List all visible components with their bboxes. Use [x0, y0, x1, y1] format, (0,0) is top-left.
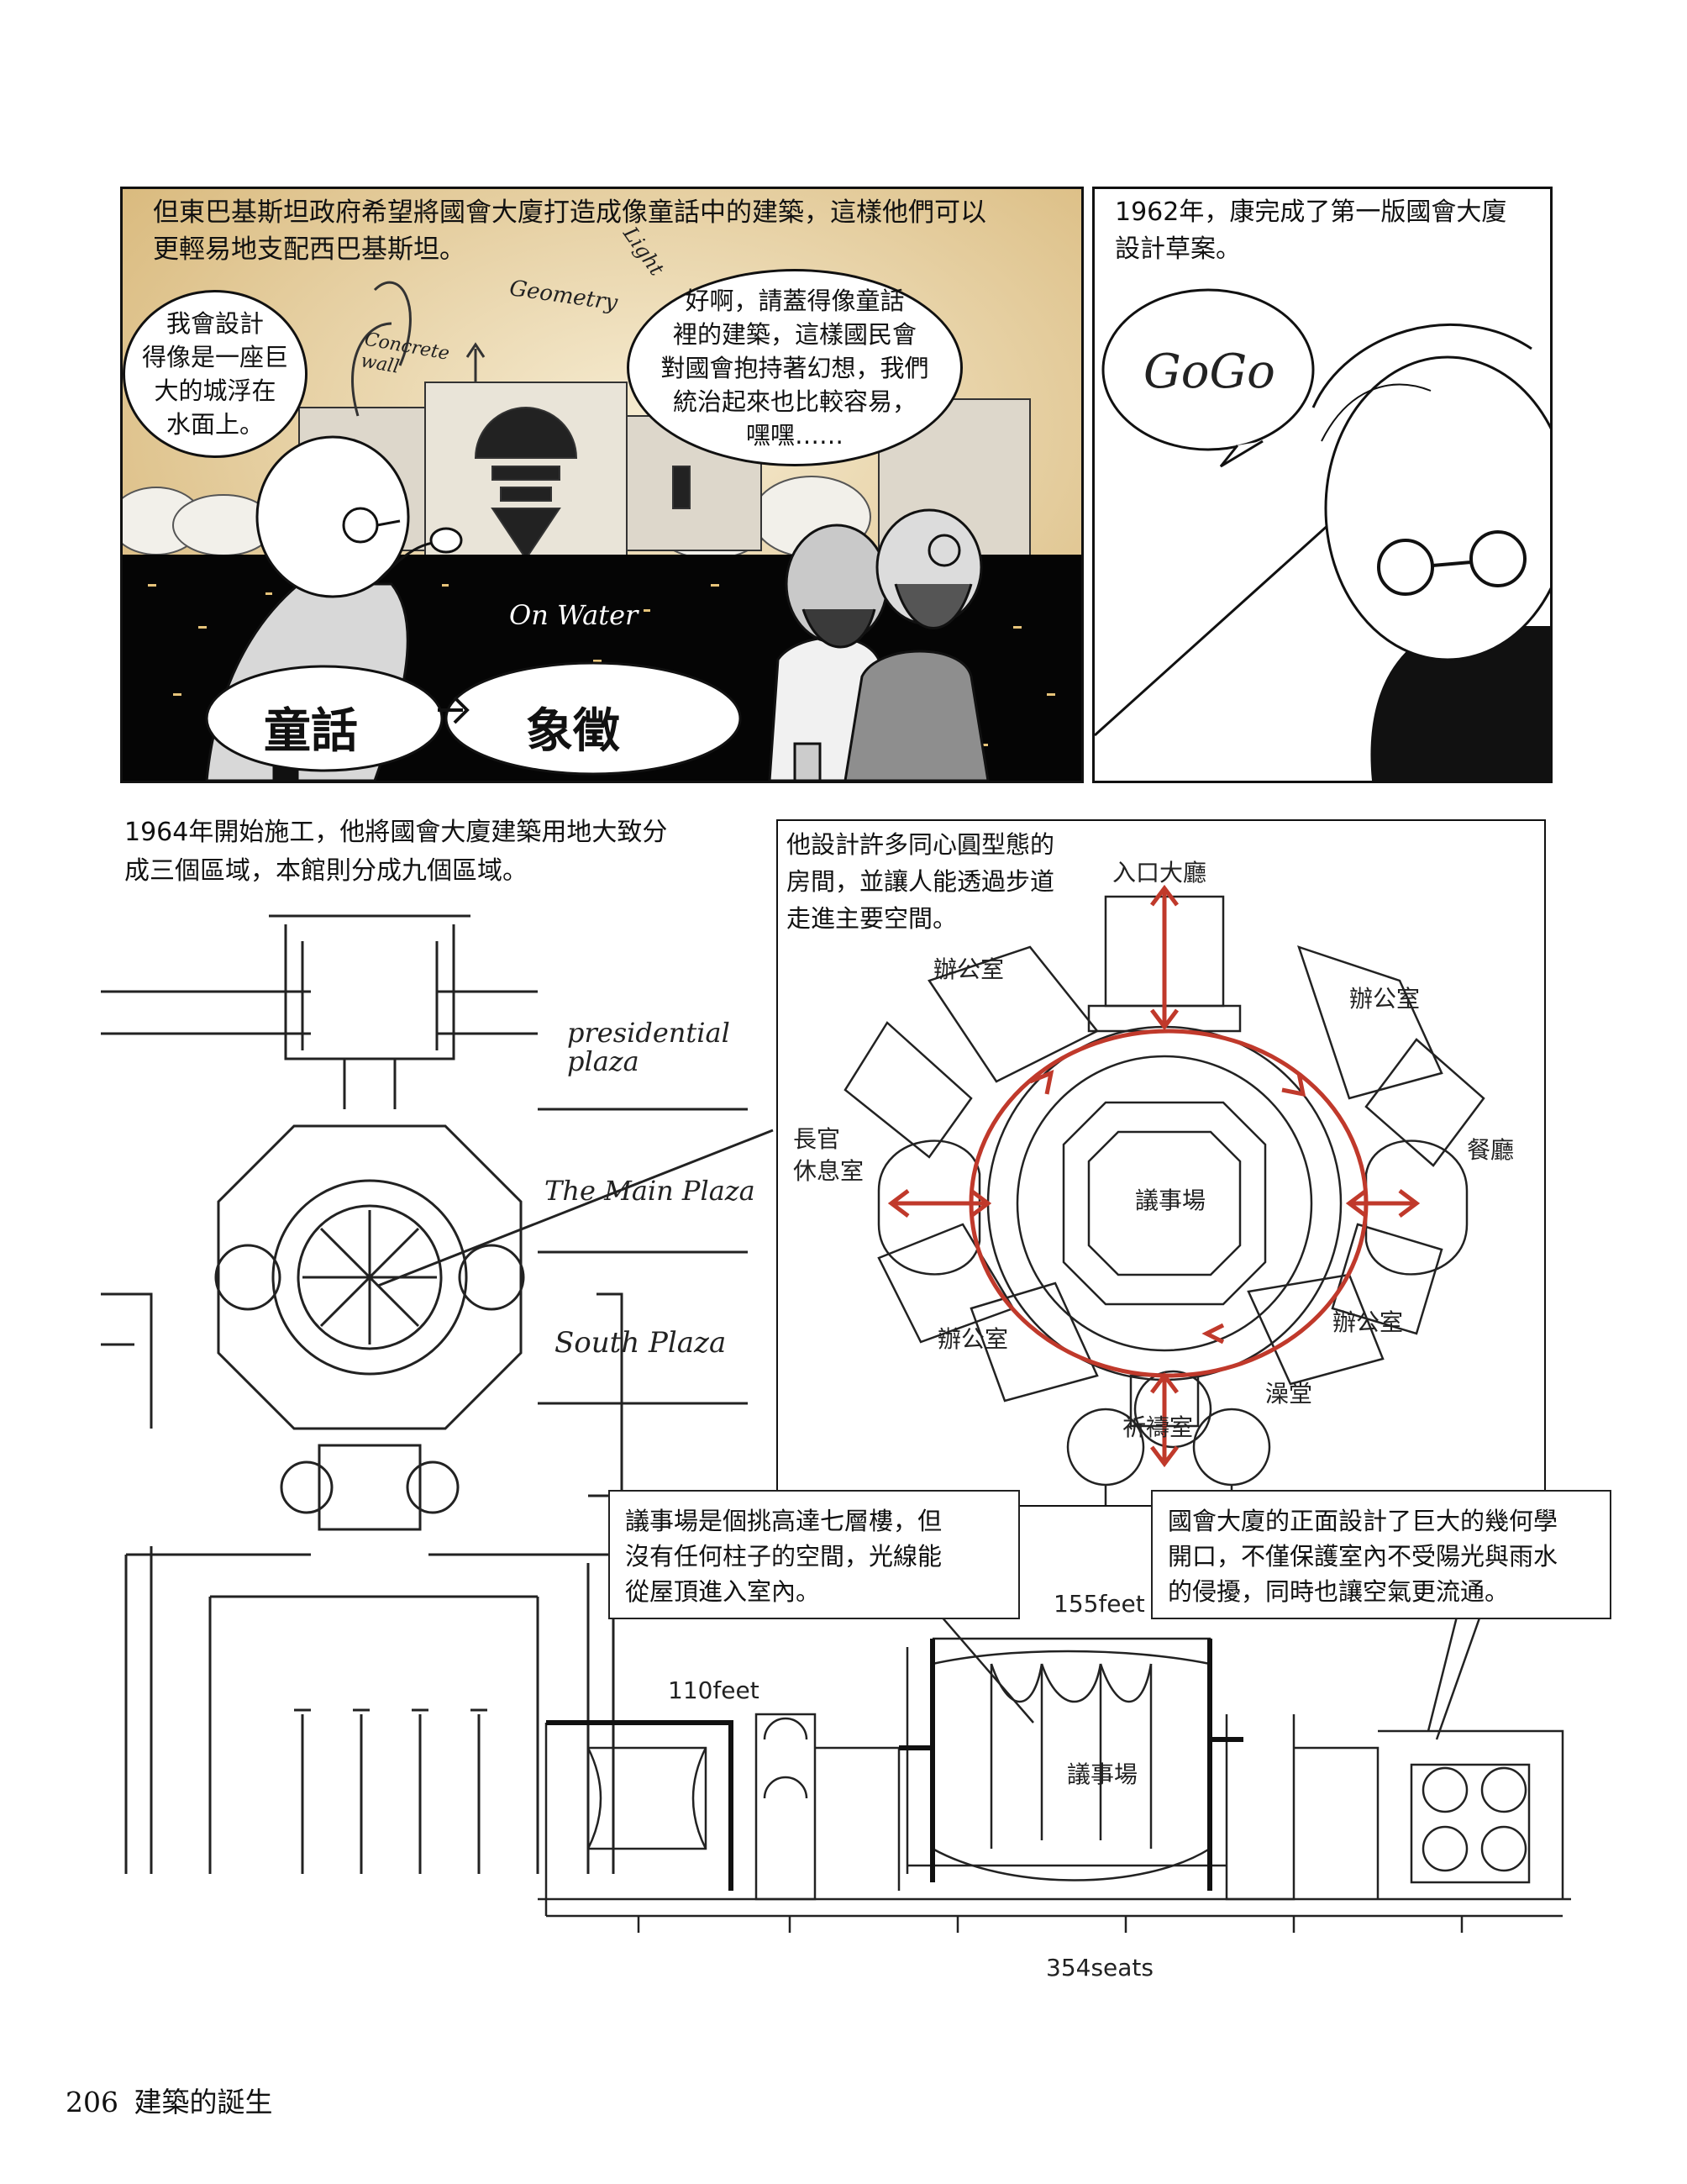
- plan-label-office-ne: 辦公室: [1349, 985, 1421, 1013]
- label-155-feet: 155feet: [1054, 1590, 1145, 1618]
- plan-label-chamber: 議事場: [1135, 1187, 1206, 1214]
- note-facade: 國會大廈的正面設計了巨大的幾何學 開口，不僅保護室內不受陽光與雨水 的侵擾，同時…: [1151, 1490, 1611, 1619]
- panel-fairy-tale: 但東巴基斯坦政府希望將國會大廈打造成像童話中的建築，這樣他們可以 更輕易地支配西…: [120, 187, 1084, 783]
- note-chamber: 議事場是個挑高達七層樓，但 沒有任何柱子的空間，光線能 從屋頂進入室內。: [608, 1490, 1020, 1619]
- page-footer: 206 建築的誕生: [66, 2080, 273, 2120]
- label-presidential-plaza: presidential plaza: [567, 1017, 730, 1077]
- keyword-symbol: 象徵: [526, 703, 620, 759]
- site-plan-sketch: [101, 914, 774, 1874]
- page-number: 206: [66, 2086, 118, 2118]
- gogo-text: GoGo: [1143, 345, 1275, 399]
- plan-label-chief: 長官 休息室: [793, 1125, 865, 1185]
- plan-caption: 他設計許多同心圓型態的 房間，並讓人能透過步道 走進主要空間。: [786, 830, 1055, 933]
- kahn-head: [1324, 355, 1550, 661]
- site-caption: 1964年開始施工，他將國會大廈建築用地大致分 成三個區域，本館則分成九個區域。: [124, 818, 668, 886]
- panel-first-draft: 1962年，康完成了第一版國會大廈 設計草案。 GoGo: [1092, 187, 1553, 783]
- keyword-bubbles: [205, 661, 742, 776]
- book-title: 建築的誕生: [134, 2086, 273, 2118]
- label-section-chamber: 議事場: [1067, 1760, 1138, 1788]
- floor-plan-sketch: [844, 884, 1485, 1505]
- section-sketch: [538, 1496, 1571, 1933]
- panel2-art: [1095, 288, 1550, 781]
- circulation-arrows: [887, 884, 1421, 1468]
- glasses-icon: [1377, 539, 1434, 596]
- label-south-plaza: South Plaza: [554, 1326, 727, 1360]
- panel1-caption: 但東巴基斯坦政府希望將國會大廈打造成像童話中的建築，這樣他們可以 更輕易地支配西…: [153, 197, 986, 265]
- panel2-caption: 1962年，康完成了第一版國會大廈 設計草案。: [1115, 197, 1507, 264]
- label-354-seats: 354seats: [1046, 1954, 1154, 1981]
- sketch-label-on-water: On Water: [509, 599, 639, 631]
- plan-label-bath: 澡堂: [1265, 1380, 1313, 1408]
- kahn-coat: [1370, 626, 1550, 781]
- plan-label-dining: 餐廳: [1467, 1136, 1515, 1164]
- plan-label-entrance: 入口大廳: [1112, 859, 1207, 887]
- floor-plan-box: 他設計許多同心圓型態的 房間，並讓人能透過步道 走進主要空間。 入口大廳 辦公室…: [776, 819, 1546, 1507]
- character-officials: [768, 508, 990, 781]
- plan-label-office-nw: 辦公室: [933, 955, 1005, 983]
- plan-label-office-sw: 辦公室: [938, 1325, 1009, 1353]
- panel1-art: [123, 189, 1081, 781]
- gogo-bubble: [1101, 288, 1315, 451]
- speech-bubble-officials: 好啊，請蓋得像童話 裡的建築，這樣國民會 對國會抱持著幻想，我們 統治起來也比較…: [627, 269, 963, 466]
- label-main-plaza: The Main Plaza: [544, 1175, 755, 1207]
- plan-label-prayer: 祈禱室: [1122, 1413, 1194, 1441]
- label-110-feet: 110feet: [668, 1676, 759, 1704]
- keyword-fairy-tale: 童話: [264, 703, 358, 759]
- plan-label-office-se: 辦公室: [1332, 1308, 1404, 1336]
- speech-bubble-kahn: 我會設計 得像是一座巨 大的城浮在 水面上。: [123, 290, 307, 458]
